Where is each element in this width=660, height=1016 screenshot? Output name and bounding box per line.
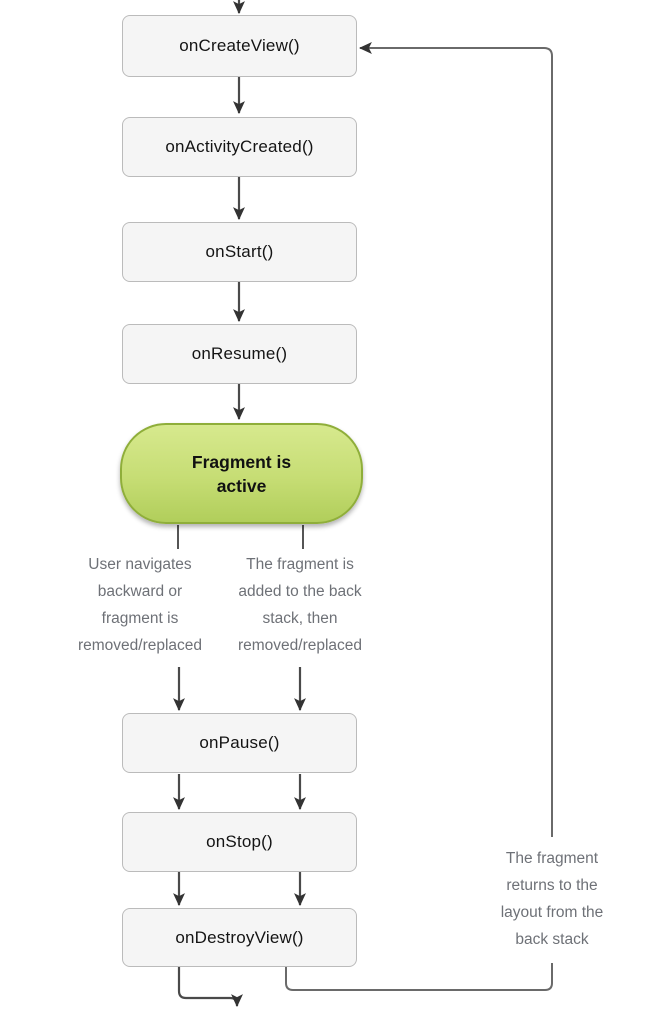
node-onpause-label: onPause() (199, 733, 280, 752)
node-onresume: onResume() (122, 324, 357, 384)
node-ondestroyview: onDestroyView() (122, 908, 357, 967)
annotation-line: added to the back (238, 583, 362, 600)
annotation-back-stack-add: The fragment is added to the back stack,… (210, 551, 390, 659)
annotation-line: returns to the (506, 877, 598, 894)
fragment-active-label-line1: Fragment is (191, 451, 292, 472)
annotation-line: fragment is (101, 610, 179, 627)
node-onstop: onStop() (122, 812, 357, 872)
node-onstop-label: onStop() (206, 832, 273, 851)
node-onactivitycreated: onActivityCreated() (122, 117, 357, 177)
annotation-line: backward or (97, 583, 183, 600)
annotation-line: layout from the (500, 904, 604, 921)
arrow-ondestroyview-to-ondestroy (177, 967, 243, 1008)
node-onstart-label: onStart() (205, 242, 274, 261)
annotation-line: back stack (515, 931, 589, 948)
annotation-line: The fragment (505, 850, 599, 867)
annotation-line: removed/replaced (237, 637, 363, 654)
node-onstart: onStart() (122, 222, 357, 282)
annotation-back-navigation: User navigates backward or fragment is r… (48, 551, 232, 659)
node-oncreateview: onCreateView() (122, 15, 357, 77)
loop-line-upper-to-oncreateview (358, 42, 553, 837)
annotation-line: stack, then (262, 610, 338, 627)
node-onresume-label: onResume() (191, 344, 288, 363)
annotation-line: The fragment is (246, 556, 354, 573)
fragment-active-label-line2: active (216, 475, 267, 496)
annotation-line: User navigates (88, 556, 192, 573)
node-onpause: onPause() (122, 713, 357, 773)
annotation-line: removed/replaced (77, 637, 203, 654)
node-ondestroyview-label: onDestroyView() (175, 927, 304, 947)
loop-line-lower (285, 963, 553, 991)
node-fragment-active: Fragment is active (120, 423, 363, 524)
node-oncreateview-label: onCreateView() (179, 36, 300, 55)
annotation-back-stack-return: The fragment returns to the layout from … (462, 845, 642, 953)
node-onactivitycreated-label: onActivityCreated() (165, 137, 314, 156)
